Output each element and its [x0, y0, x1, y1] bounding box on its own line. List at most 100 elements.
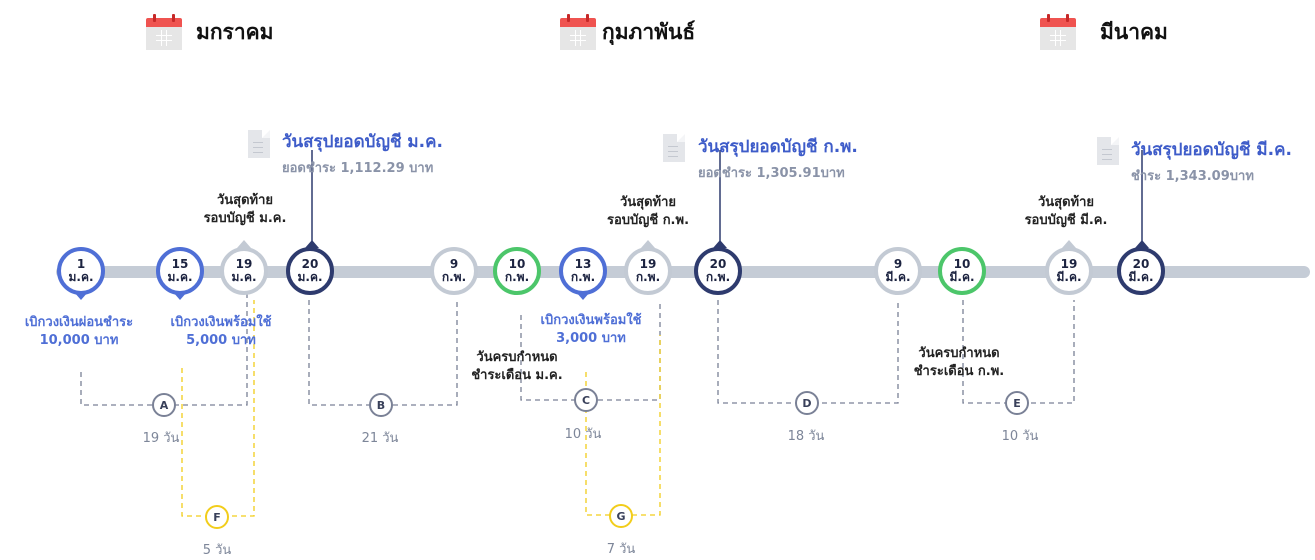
interval-duration: 10 วัน	[1001, 429, 1039, 444]
withdrawal-label: เบิกวงเงินผ่อนชำระ 10,000 บาท	[4, 314, 154, 350]
label-line: ชำระเดือน ก.พ.	[913, 364, 1005, 379]
due-date-label: วันครบกำหนดชำระเดือน ก.พ.	[896, 345, 1022, 381]
node-pointer	[173, 292, 187, 300]
summary-amount: ยอดชำระ 1,112.29 บาท	[282, 161, 434, 176]
node-month: ก.พ.	[705, 270, 731, 284]
node-day: 9	[449, 257, 459, 271]
label-line: รอบบัญชี ก.พ.	[606, 213, 690, 228]
document-icon	[663, 134, 685, 162]
node-day: 13	[574, 257, 592, 271]
node-day: 15	[171, 257, 189, 271]
label-line: วันสุดท้าย	[216, 193, 274, 208]
summary-title: วันสรุปยอดบัญชี ก.พ.	[698, 137, 858, 157]
label-line: 10,000 บาท	[39, 333, 119, 348]
node-pointer	[576, 292, 590, 300]
node-month: ก.พ.	[504, 270, 530, 284]
label-line: วันครบกำหนด	[918, 346, 1000, 361]
interval-badge: G	[609, 504, 633, 528]
summary-amount: ชำระ 1,343.09บาท	[1131, 169, 1254, 184]
month-label: มีนาคม	[1100, 19, 1168, 44]
document-icon	[1097, 137, 1119, 165]
interval-duration: 5 วัน	[202, 543, 232, 558]
node-day: 19	[235, 257, 253, 271]
node-month: มี.ค.	[949, 270, 975, 284]
node-month: ก.พ.	[570, 270, 596, 284]
node-month: ก.พ.	[635, 270, 661, 284]
cycle-end-label: วันสุดท้ายรอบบัญชี มี.ค.	[1010, 194, 1122, 230]
node-pointer	[1062, 240, 1076, 248]
node-day: 9	[893, 257, 903, 271]
withdrawal-label: เบิกวงเงินพร้อมใช้ 5,000 บาท	[156, 314, 286, 350]
node-month: ม.ค.	[167, 270, 193, 284]
node-day: 1	[76, 257, 86, 271]
month-header-jan: มกราคม	[146, 14, 274, 50]
summary-amount: ยอดชำระ 1,305.91บาท	[698, 166, 845, 181]
label-line: รอบบัญชี มี.ค.	[1024, 213, 1108, 228]
node-pointer	[305, 240, 319, 248]
label-line: เบิกวงเงินพร้อมใช้	[170, 315, 272, 330]
cycle-end-label: วันสุดท้ายรอบบัญชี ม.ค.	[190, 192, 300, 228]
label-line: เบิกวงเงินพร้อมใช้	[540, 313, 642, 328]
node-day: 10	[508, 257, 526, 271]
timeline-bar	[56, 266, 1310, 278]
node-pointer	[641, 240, 655, 248]
month-header-mar: มีนาคม	[1040, 14, 1168, 50]
interval-badge: E	[1005, 391, 1029, 415]
withdrawal-label: เบิกวงเงินพร้อมใช้ 3,000 บาท	[528, 312, 654, 348]
interval-duration: 18 วัน	[787, 429, 825, 444]
month-label: มกราคม	[196, 19, 274, 44]
month-header-feb: กุมภาพันธ์	[560, 14, 695, 50]
interval-duration: 19 วัน	[142, 431, 180, 446]
interval-badge: B	[369, 393, 393, 417]
interval-duration: 21 วัน	[361, 431, 399, 446]
label-line: วันครบกำหนด	[476, 350, 558, 365]
node-month: มี.ค.	[885, 270, 911, 284]
node-pointer	[713, 240, 727, 248]
label-line: เบิกวงเงินผ่อนชำระ	[24, 315, 134, 330]
label-line: 5,000 บาท	[186, 333, 256, 348]
interval-badge: D	[795, 391, 819, 415]
interval-badge: C	[574, 388, 598, 412]
node-month: ก.พ.	[441, 270, 467, 284]
document-icon	[248, 130, 270, 158]
label-line: 3,000 บาท	[556, 331, 626, 346]
interval-duration: 7 วัน	[606, 542, 636, 557]
label-line: วันสุดท้าย	[1037, 195, 1095, 210]
node-month: มี.ค.	[1128, 270, 1154, 284]
node-pointer	[74, 292, 88, 300]
node-pointer	[1135, 240, 1149, 248]
label-line: วันสุดท้าย	[619, 195, 677, 210]
summary-title: วันสรุปยอดบัญชี มี.ค.	[1131, 140, 1292, 160]
node-day: 20	[1132, 257, 1150, 271]
node-pointer	[237, 240, 251, 248]
summary-title: วันสรุปยอดบัญชี ม.ค.	[282, 132, 443, 152]
label-line: รอบบัญชี ม.ค.	[203, 211, 287, 226]
node-month: มี.ค.	[1056, 270, 1082, 284]
month-label: กุมภาพันธ์	[602, 19, 696, 44]
node-day: 20	[301, 257, 319, 271]
label-line: ชำระเดือน ม.ค.	[471, 368, 563, 383]
calendar-icon	[1040, 14, 1076, 50]
interval-duration: 10 วัน	[564, 427, 602, 442]
interval-badge: F	[205, 505, 229, 529]
interval-badge: A	[152, 393, 176, 417]
node-month: ม.ค.	[297, 270, 323, 284]
node-day: 10	[953, 257, 971, 271]
node-day: 20	[709, 257, 727, 271]
calendar-icon	[560, 14, 596, 50]
node-day: 19	[639, 257, 657, 271]
node-month: ม.ค.	[68, 270, 94, 284]
